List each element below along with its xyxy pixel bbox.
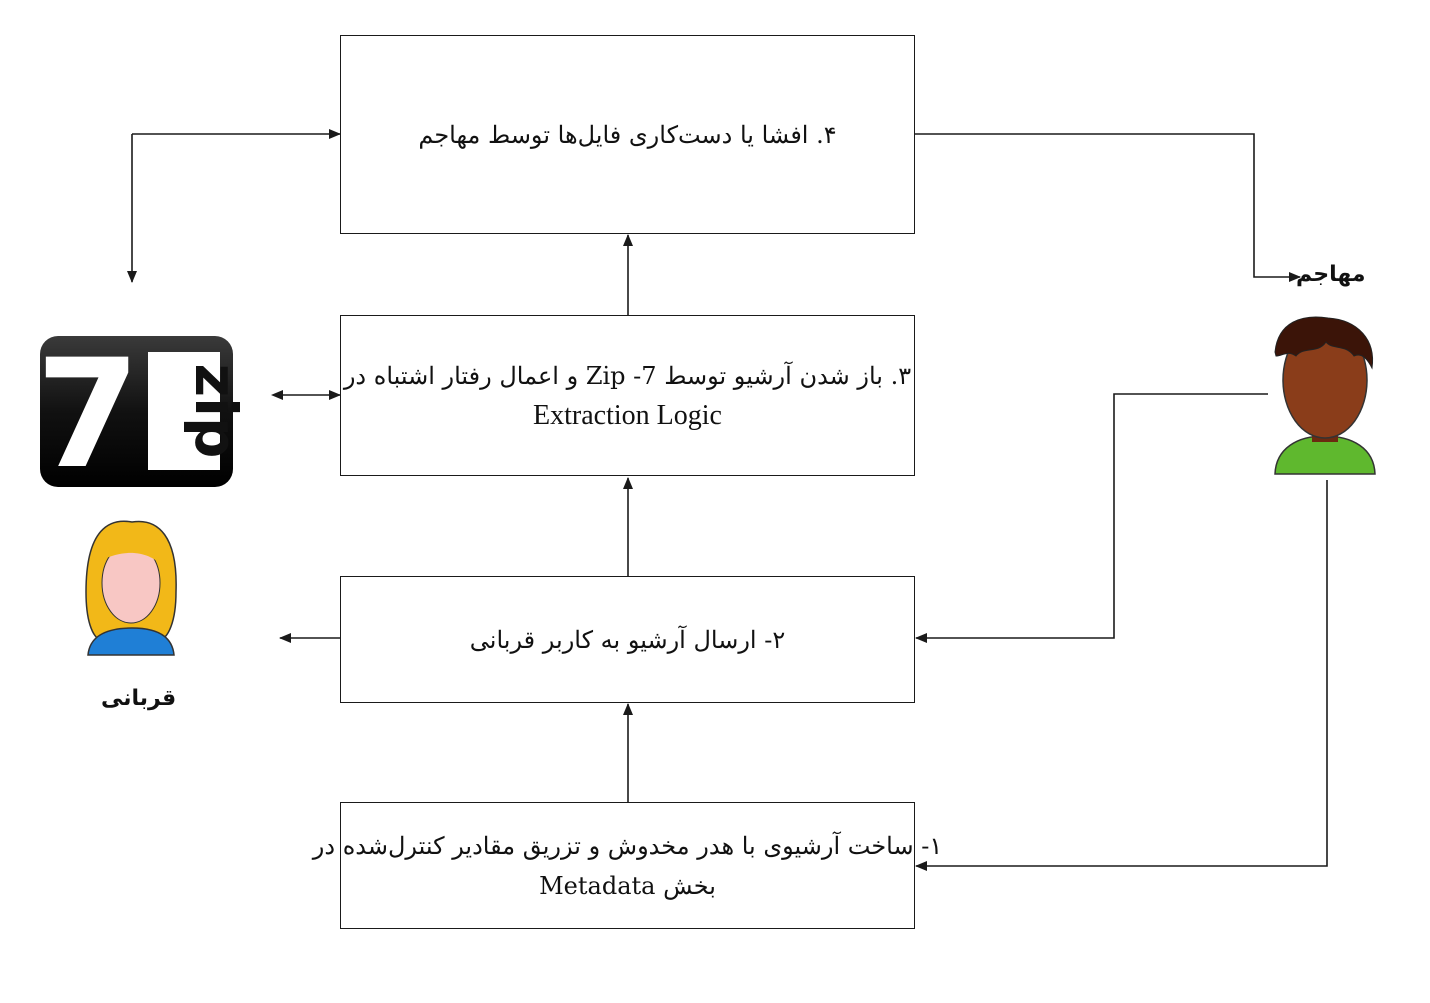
step3-line2: Extraction Logic bbox=[533, 399, 722, 431]
sevenzip-logo-icon: 7 zip bbox=[36, 328, 250, 502]
victim-label: قربانی bbox=[101, 686, 177, 711]
step2-box: ۲- ارسال آرشیو به کاربر قربانی bbox=[340, 576, 915, 703]
attacker-avatar-icon bbox=[1274, 316, 1376, 475]
step4-text: ۴. افشا یا دست‌کاری فایل‌ها توسط مهاجم bbox=[418, 120, 837, 149]
victim-avatar-icon bbox=[85, 520, 177, 656]
arrow-attacker-to-step2 bbox=[915, 393, 1268, 643]
arrow-attacker-to-step1 bbox=[915, 480, 1328, 871]
logo-seven: 7 bbox=[36, 328, 140, 502]
logo-zip: zip bbox=[182, 363, 250, 458]
step2-text: ۲- ارسال آرشیو به کاربر قربانی bbox=[469, 625, 786, 654]
attacker-label: مهاجم bbox=[1296, 262, 1366, 287]
step1-line1: ۱- ساخت آرشیوی با هدر مخدوش و تزریق مقاد… bbox=[312, 831, 943, 860]
step1-box: ۱- ساخت آرشیوی با هدر مخدوش و تزریق مقاد… bbox=[313, 802, 942, 929]
step1-line2: بخش Metadata bbox=[539, 871, 716, 900]
step3-box: ۳. باز شدن آرشیو توسط 7- Zip و اعمال رفت… bbox=[340, 315, 915, 476]
arrow-step4-to-attacker bbox=[915, 133, 1301, 282]
step4-box: ۴. افشا یا دست‌کاری فایل‌ها توسط مهاجم bbox=[340, 35, 915, 234]
step3-line1: ۳. باز شدن آرشیو توسط 7- Zip و اعمال رفت… bbox=[343, 361, 912, 390]
